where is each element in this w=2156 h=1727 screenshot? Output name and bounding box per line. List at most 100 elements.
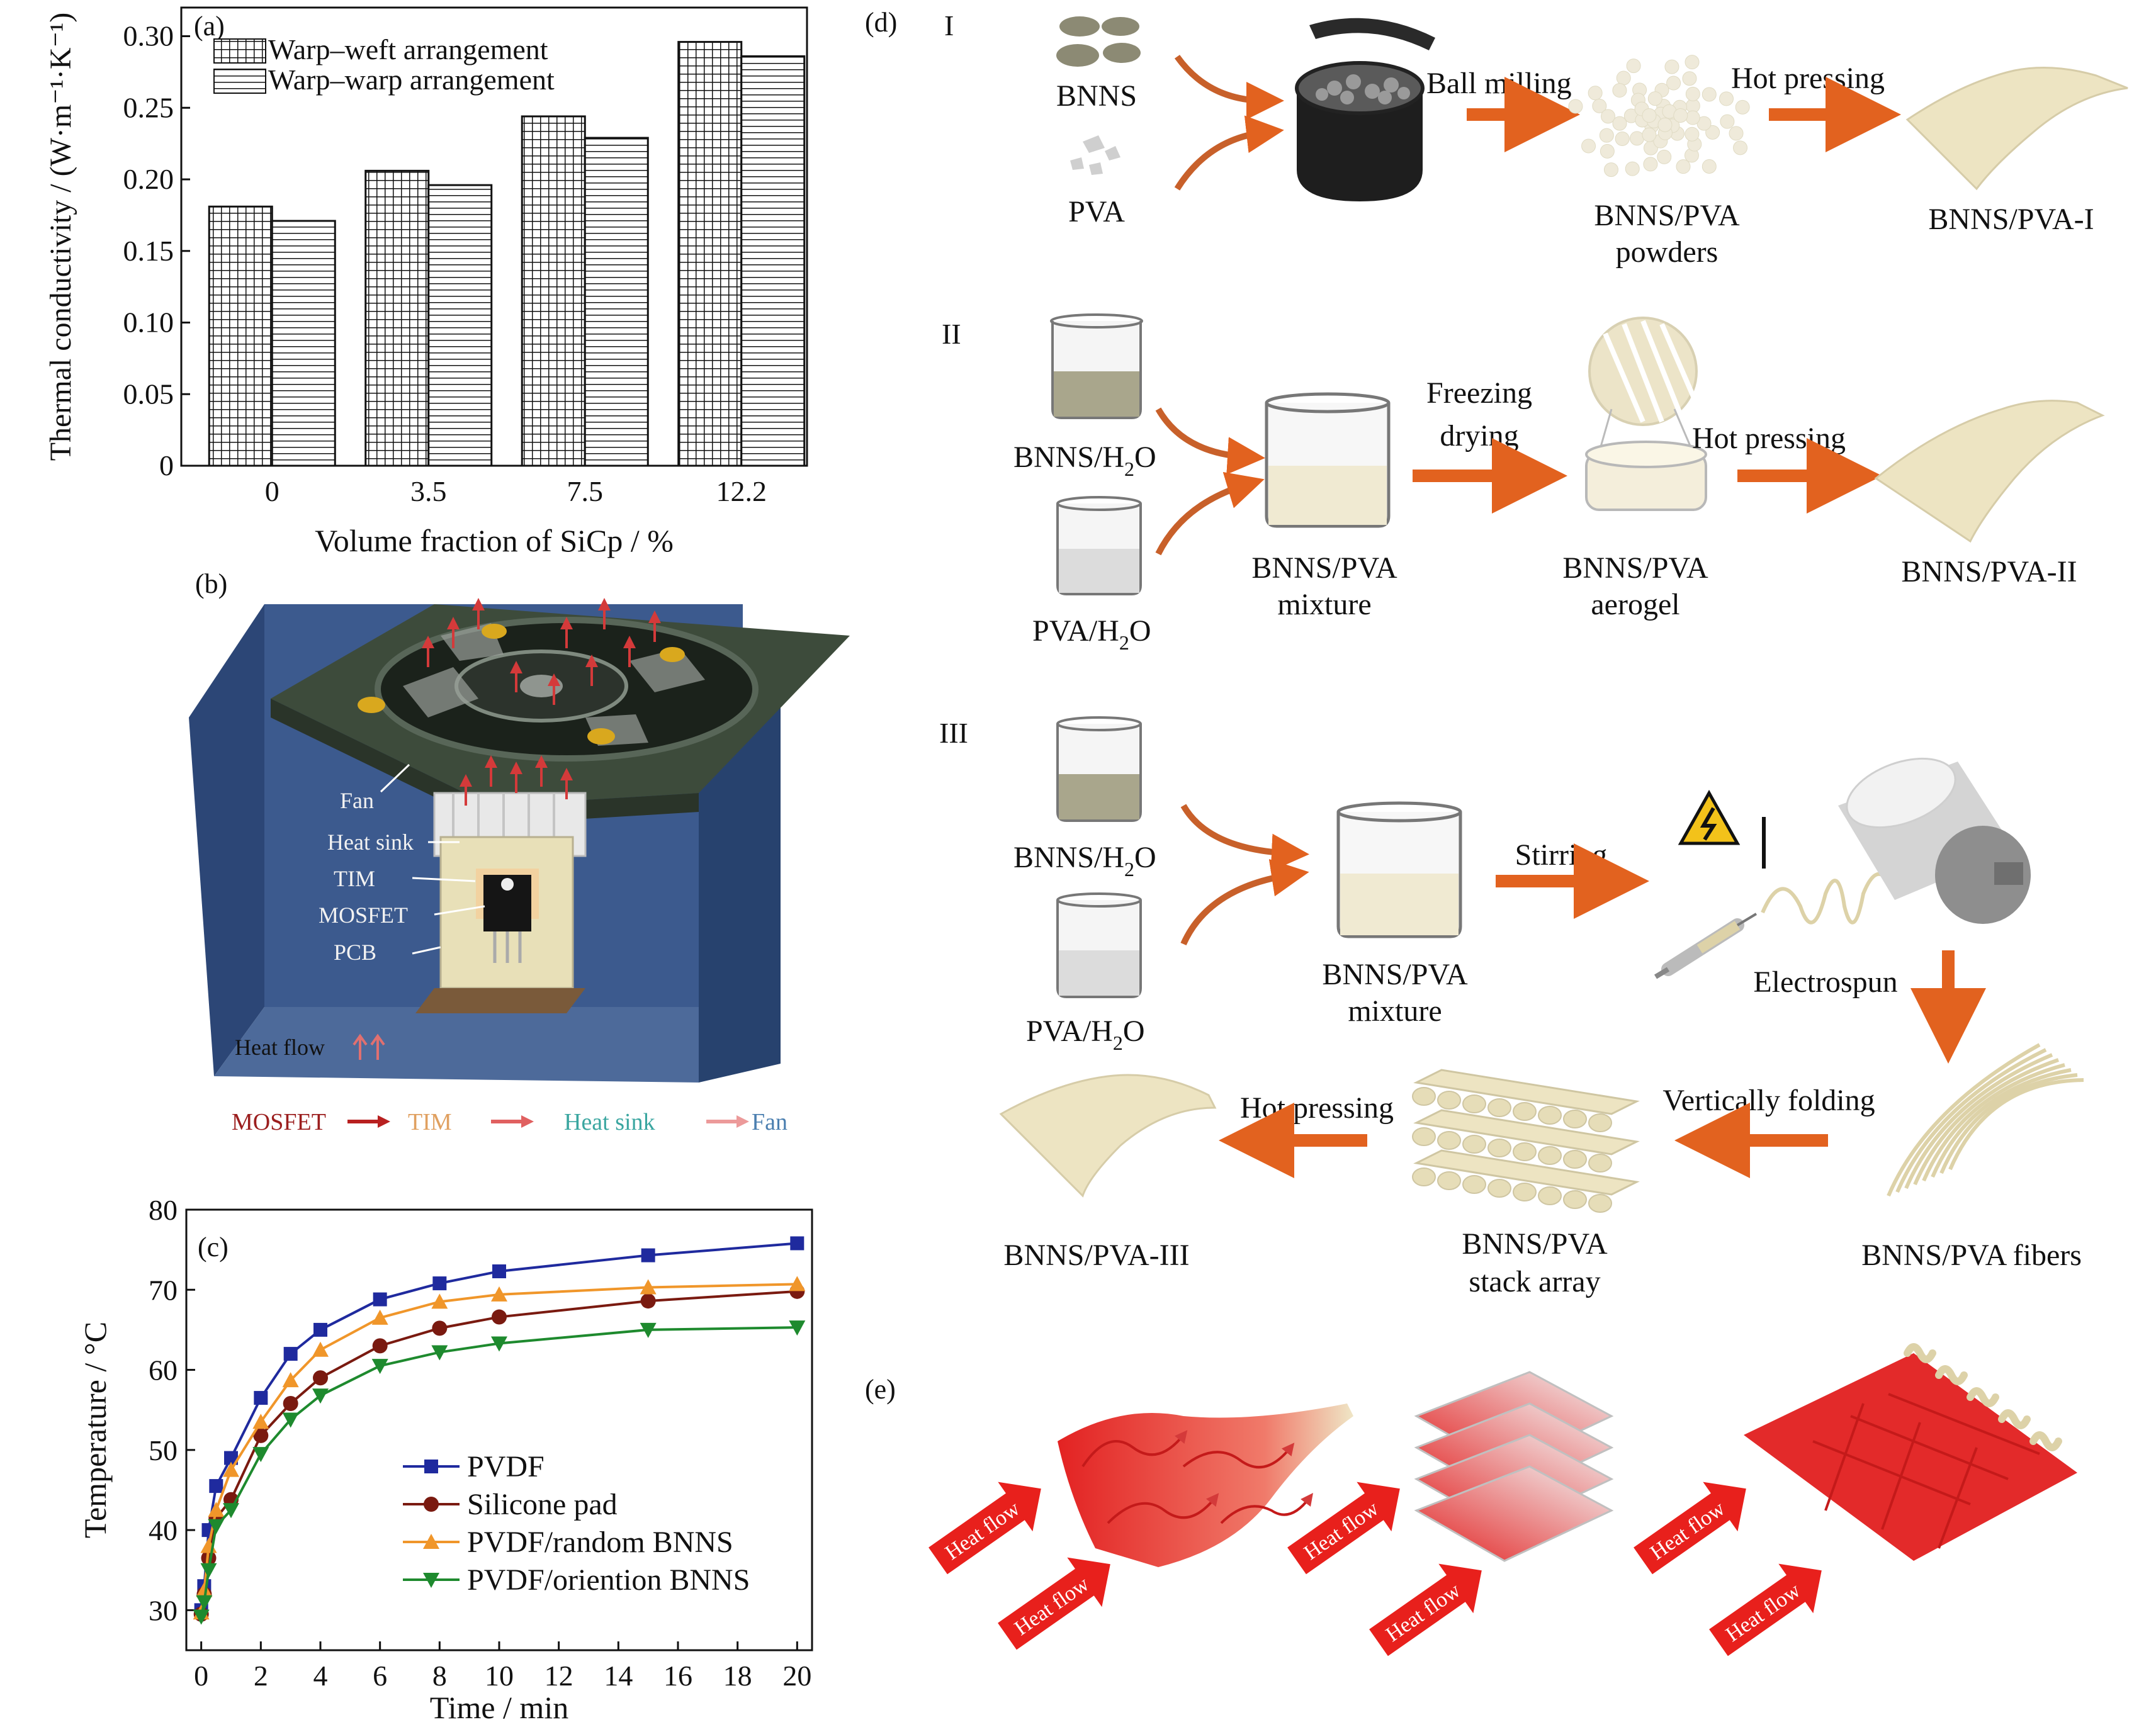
chart-a-bars xyxy=(208,41,806,467)
legend-arrow-1 xyxy=(347,1115,390,1128)
stack-fiber-end xyxy=(1538,1186,1562,1205)
bar-warp-warp-0 xyxy=(271,220,336,467)
collector-drum-icon xyxy=(1838,757,2031,924)
y-tick-label: 70 xyxy=(149,1274,178,1306)
stack-fiber-end xyxy=(1513,1183,1537,1201)
series-point-2 xyxy=(196,1582,213,1597)
bar-warp-warp-3 xyxy=(740,55,806,467)
x-tick-label: 20 xyxy=(782,1660,811,1692)
label-pcb: PCB xyxy=(334,940,376,965)
route-i-powders-label-1: BNNS/PVA xyxy=(1594,199,1740,232)
model-1-curved-paths xyxy=(1081,1430,1314,1524)
model-1-film xyxy=(1058,1404,1353,1567)
fiber-strand xyxy=(1887,1043,2041,1197)
enclosure-floor xyxy=(214,1007,743,1083)
route-i-numeral: I xyxy=(944,9,954,42)
powder-grain xyxy=(1685,110,1700,125)
legend-arrow-3 xyxy=(706,1115,749,1128)
beaker-pva-h2o-iii xyxy=(1056,892,1142,998)
x-tick-label: 4 xyxy=(313,1660,328,1692)
beaker-mixture-iii xyxy=(1336,801,1462,938)
heat-flow-arrow: Heat flow xyxy=(1709,1563,1822,1657)
powder-grain xyxy=(1666,76,1681,91)
series-point-2 xyxy=(252,1414,269,1429)
route-i-powders-label-2: powders xyxy=(1616,235,1719,269)
route-i-ball-milling-label: Ball milling xyxy=(1426,67,1572,100)
powder-grain xyxy=(1588,86,1603,101)
series-point-0 xyxy=(209,1479,223,1494)
heat-flow-arrows xyxy=(422,598,661,806)
series-point-2 xyxy=(789,1276,806,1291)
y-tick-label: 0.25 xyxy=(123,91,174,123)
high-voltage-warning-icon xyxy=(1678,789,1741,845)
series-point-0 xyxy=(373,1292,387,1307)
route-ii-mixture-label-2: mixture xyxy=(1277,588,1371,621)
y-tick-label: 40 xyxy=(149,1514,178,1546)
powder-grain xyxy=(1642,127,1657,142)
film-product-iii xyxy=(999,1074,1217,1198)
pcb-base xyxy=(415,988,585,1013)
series-point-0 xyxy=(492,1264,506,1278)
legend-marker-2 xyxy=(423,1534,439,1549)
powder-grain xyxy=(1682,71,1697,86)
stack-fiber-end xyxy=(1487,1179,1511,1198)
route-ii-drying-label: drying xyxy=(1440,419,1518,453)
series-point-2 xyxy=(282,1372,299,1388)
stack-fiber-end xyxy=(1513,1102,1537,1121)
legend-label-warp-warp: Warp–warp arrangement xyxy=(268,64,555,96)
heat-flow-arrow: Heat flow xyxy=(998,1557,1110,1650)
fibers-icon xyxy=(1887,1043,2084,1197)
label-fan: Fan xyxy=(340,788,374,813)
stack-fiber-end xyxy=(1487,1139,1511,1157)
powder-grain xyxy=(1612,83,1627,98)
panel-a-label: (a) xyxy=(194,11,225,42)
fan-blades xyxy=(403,623,705,746)
y-tick-label: 50 xyxy=(149,1434,178,1466)
powder-grain xyxy=(1615,131,1630,146)
stack-array-icon xyxy=(1412,1069,1640,1213)
powder-grain xyxy=(1676,159,1691,174)
series-point-1 xyxy=(372,1338,388,1354)
series-point-0 xyxy=(283,1347,298,1361)
legend-marker-3 xyxy=(423,1573,439,1588)
panel-e-label: (e) xyxy=(865,1374,896,1405)
series-point-1 xyxy=(432,1320,448,1336)
heat-flow-arrows-icon xyxy=(353,1033,385,1060)
route-iii-electrospun-label: Electrospun xyxy=(1753,965,1897,999)
powder-grain xyxy=(1702,159,1717,174)
heat-flow-arrow: Heat flow xyxy=(1287,1482,1400,1575)
legend-label-0: PVDF xyxy=(467,1450,545,1483)
chart-c-y-axis-label: Temperature / °C xyxy=(77,1322,113,1538)
chart-c-x-axis-label: Time / min xyxy=(430,1690,568,1725)
x-tick-label: 18 xyxy=(723,1660,752,1692)
route-iii-stack-label-2: stack array xyxy=(1469,1265,1600,1298)
ball-mill-jar-icon xyxy=(1295,18,1435,201)
beaker-mixture-ii xyxy=(1265,392,1391,528)
fan-plate-edge xyxy=(271,699,699,824)
powder-grain xyxy=(1625,161,1640,176)
fiber-strand xyxy=(1913,1058,2059,1186)
y-tick-label: 0 xyxy=(159,449,174,481)
x-tick-label: 16 xyxy=(663,1660,692,1692)
route-ii-hot-pressing-label: Hot pressing xyxy=(1692,422,1846,455)
chart-c-series xyxy=(193,1236,806,1625)
heat-flow-arrow: Heat flow xyxy=(928,1482,1041,1575)
fiber-strand xyxy=(1931,1068,2072,1178)
y-tick-label: 30 xyxy=(149,1594,178,1626)
curved-arrow-pva xyxy=(1174,115,1284,191)
route-ii-freezing-label: Freezing xyxy=(1426,376,1532,410)
stack-fiber-end xyxy=(1538,1106,1562,1125)
series-point-2 xyxy=(208,1502,225,1517)
fiber-strand xyxy=(1922,1063,2065,1182)
stack-fiber-end xyxy=(1462,1175,1486,1194)
powder-grain xyxy=(1657,149,1672,164)
model-3-grid-paths xyxy=(1812,1393,2040,1549)
x-tick-label: 0 xyxy=(265,475,279,507)
series-point-1 xyxy=(640,1293,656,1309)
route-i-product-label: BNNS/PVA-I xyxy=(1928,203,2094,236)
route-iii-mixture-label-2: mixture xyxy=(1348,994,1442,1028)
fan-screws xyxy=(358,624,685,745)
fiber-strand xyxy=(1948,1078,2084,1171)
route-iii-bnns-h2o-label: BNNS/H2O xyxy=(1013,841,1156,880)
